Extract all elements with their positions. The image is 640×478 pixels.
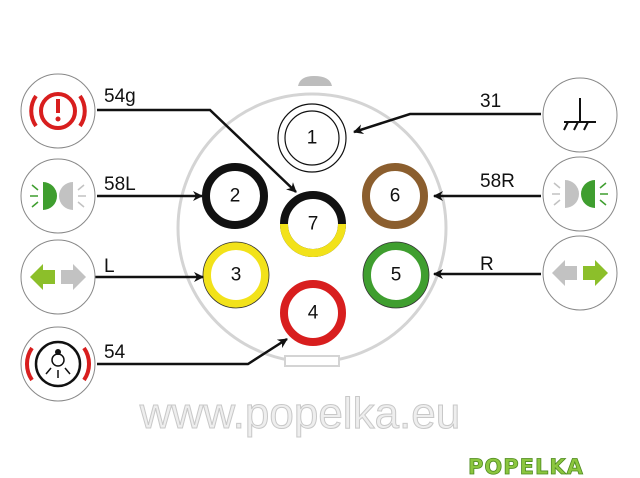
label-58L: 58L	[104, 174, 136, 195]
label-58R: 58R	[480, 171, 515, 192]
pin-1-number: 1	[307, 128, 318, 149]
wires	[93, 108, 541, 366]
pin-2: 2	[202, 163, 268, 229]
pin-6-number: 6	[390, 186, 401, 207]
pin-4: 4	[280, 280, 346, 346]
left-side-light-icon	[20, 158, 96, 234]
pin-4-number: 4	[308, 303, 319, 324]
right-side-light-icon	[542, 156, 618, 232]
label-54g: 54g	[104, 86, 136, 107]
label-31: 31	[480, 91, 501, 112]
pin-7: 7	[280, 191, 346, 257]
pin-1: 1	[277, 103, 347, 173]
pin-7-number: 7	[308, 214, 319, 235]
pin-5: 5	[362, 241, 430, 309]
connector-housing	[176, 76, 448, 367]
popelka-logo: POPELKA	[468, 455, 584, 478]
wire-54	[97, 337, 288, 366]
label-54: 54	[104, 342, 126, 363]
wire-54g	[97, 108, 297, 193]
brake-light-icon	[20, 326, 96, 402]
wire-31	[353, 112, 541, 135]
right-turn-signal-icon	[542, 235, 618, 311]
brake-warning-icon	[20, 73, 96, 149]
pin-3: 3	[202, 241, 270, 309]
label-R: R	[480, 254, 494, 275]
pin-5-number: 5	[391, 265, 402, 286]
watermark: www.popelka.eu	[139, 389, 460, 438]
label-L: L	[104, 256, 115, 277]
pin-3-number: 3	[231, 265, 242, 286]
pin-2-number: 2	[230, 186, 241, 207]
left-turn-signal-icon	[20, 239, 96, 315]
pin-6: 6	[362, 163, 428, 229]
ground-icon	[542, 77, 618, 153]
